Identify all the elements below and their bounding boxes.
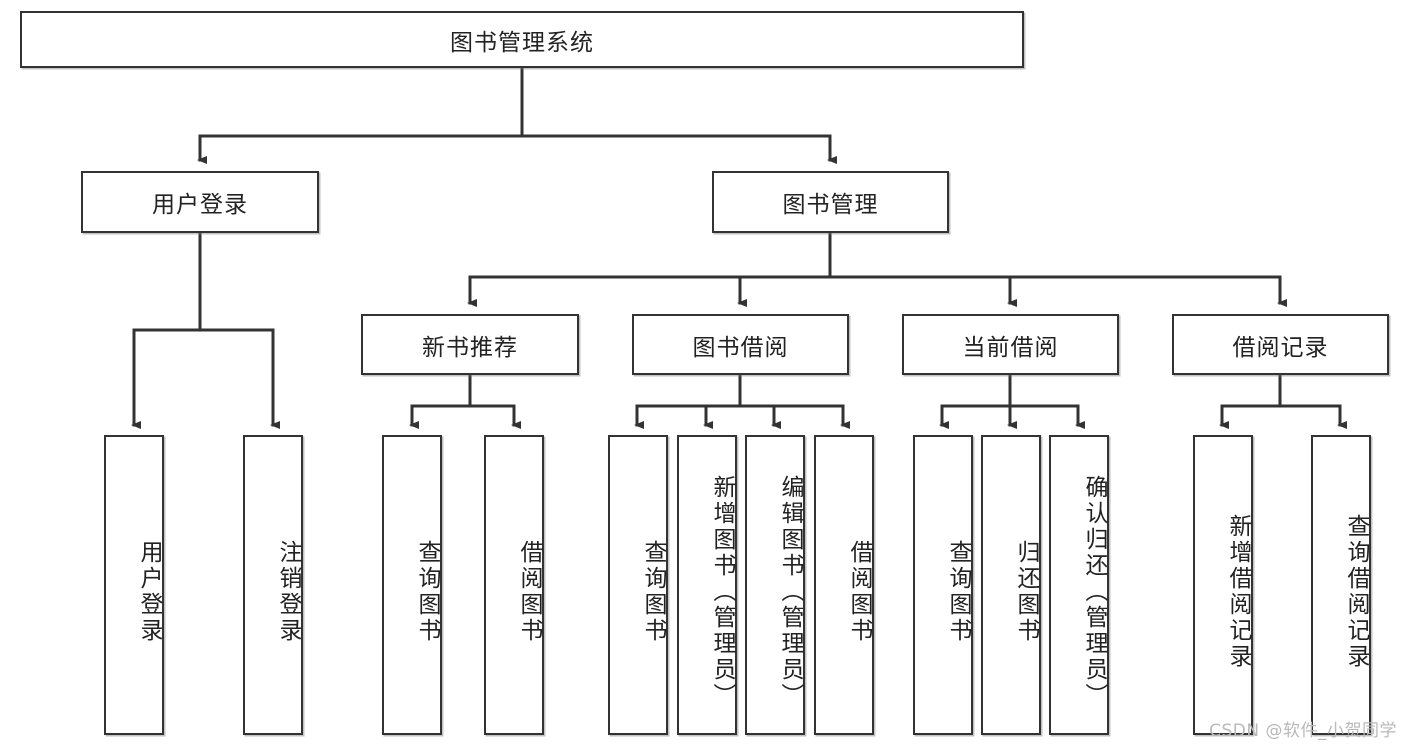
leaf-label: 查询借阅记录 [1343, 514, 1369, 670]
leaf-user-login-logout[interactable]: 注销登录 [243, 435, 303, 735]
leaf-label: 新增借阅记录 [1225, 514, 1251, 670]
leaf-label: 新增图书（管理员） [709, 475, 735, 709]
node-borrow-record[interactable]: 借阅记录 [1172, 314, 1389, 375]
leaf-label: 查询图书 [945, 540, 971, 644]
leaf-current-return-book[interactable]: 归还图书 [981, 435, 1041, 735]
node-book-borrow[interactable]: 图书借阅 [632, 314, 849, 375]
leaf-borrow-borrow-book[interactable]: 借阅图书 [814, 435, 874, 735]
leaf-record-query-record[interactable]: 查询借阅记录 [1311, 435, 1371, 735]
leaf-label: 借阅图书 [516, 540, 542, 644]
leaf-label: 确认归还（管理员） [1081, 475, 1107, 709]
node-book-management[interactable]: 图书管理 [712, 171, 949, 233]
node-user-login[interactable]: 用户登录 [81, 171, 319, 233]
leaf-label: 查询图书 [640, 540, 666, 644]
leaf-borrow-edit-book[interactable]: 编辑图书（管理员） [745, 435, 805, 735]
node-new-book-recommend[interactable]: 新书推荐 [361, 314, 579, 375]
leaf-label: 编辑图书（管理员） [777, 475, 803, 709]
leaf-label: 查询图书 [414, 540, 440, 644]
leaf-current-confirm-return[interactable]: 确认归还（管理员） [1049, 435, 1109, 735]
node-root-system[interactable]: 图书管理系统 [20, 11, 1024, 68]
node-current-borrow[interactable]: 当前借阅 [902, 314, 1119, 375]
leaf-borrow-query-book[interactable]: 查询图书 [608, 435, 668, 735]
watermark-text: CSDN @软件_小贺同学 [1209, 721, 1397, 741]
leaf-borrow-add-book[interactable]: 新增图书（管理员） [677, 435, 737, 735]
leaf-label: 注销登录 [275, 540, 301, 644]
leaf-recommend-query-book[interactable]: 查询图书 [382, 435, 442, 735]
leaf-record-add-record[interactable]: 新增借阅记录 [1193, 435, 1253, 735]
leaf-recommend-borrow-book[interactable]: 借阅图书 [484, 435, 544, 735]
leaf-user-login-login[interactable]: 用户登录 [104, 435, 164, 735]
leaf-label: 用户登录 [136, 540, 162, 644]
leaf-label: 归还图书 [1013, 540, 1039, 644]
leaf-current-query-book[interactable]: 查询图书 [913, 435, 973, 735]
leaf-label: 借阅图书 [846, 540, 872, 644]
